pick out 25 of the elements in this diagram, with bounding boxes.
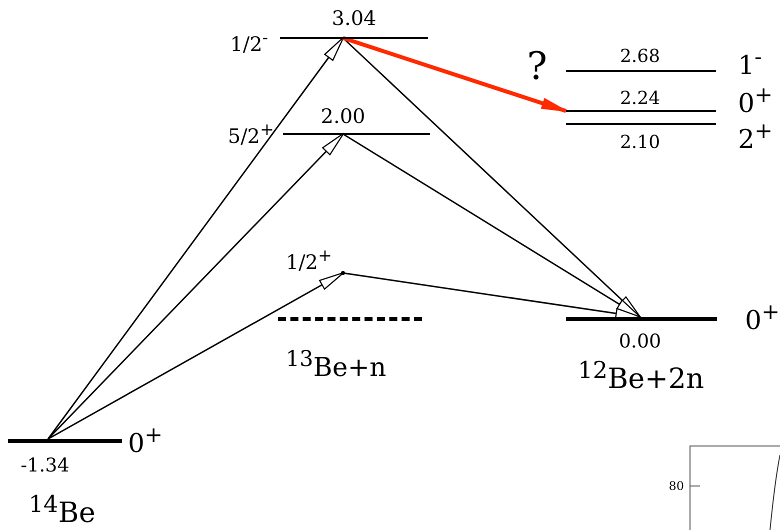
arrow [342,133,642,318]
nuclide-label: $^{12}$Be+2n [578,358,704,394]
energy-value: -1.34 [20,456,70,476]
energy-value: 2.68 [620,48,660,66]
energy-value: 2.10 [620,134,660,152]
nuclide-label: $^{13}$Be+n [286,349,386,381]
spin-label: 5/2$^{+}$ [228,122,274,146]
arrow [48,272,344,440]
spin-label: 0$^{+}$ [128,425,163,457]
spin-label: 2$^{+}$ [738,121,773,153]
spin-label: 1/2$^{-}$ [230,30,268,54]
arrow [342,36,568,113]
energy-value: 2.00 [320,106,366,126]
energy-value: 0.00 [618,332,662,352]
arrow [47,36,344,440]
tick-label: 80 [668,480,684,492]
spin-label: 0$^{+}$ [738,85,773,117]
arrow [47,132,344,440]
energy-value: 2.24 [620,90,660,108]
spin-label: 1$^{-}$ [738,47,762,79]
arrow [342,272,642,320]
nuclide-label: $^{14}$Be [28,492,96,528]
spin-label: 0$^{+}$ [745,302,780,334]
energy-value: 3.04 [332,8,376,28]
spin-label: 1/2$^{+}$ [286,248,332,272]
